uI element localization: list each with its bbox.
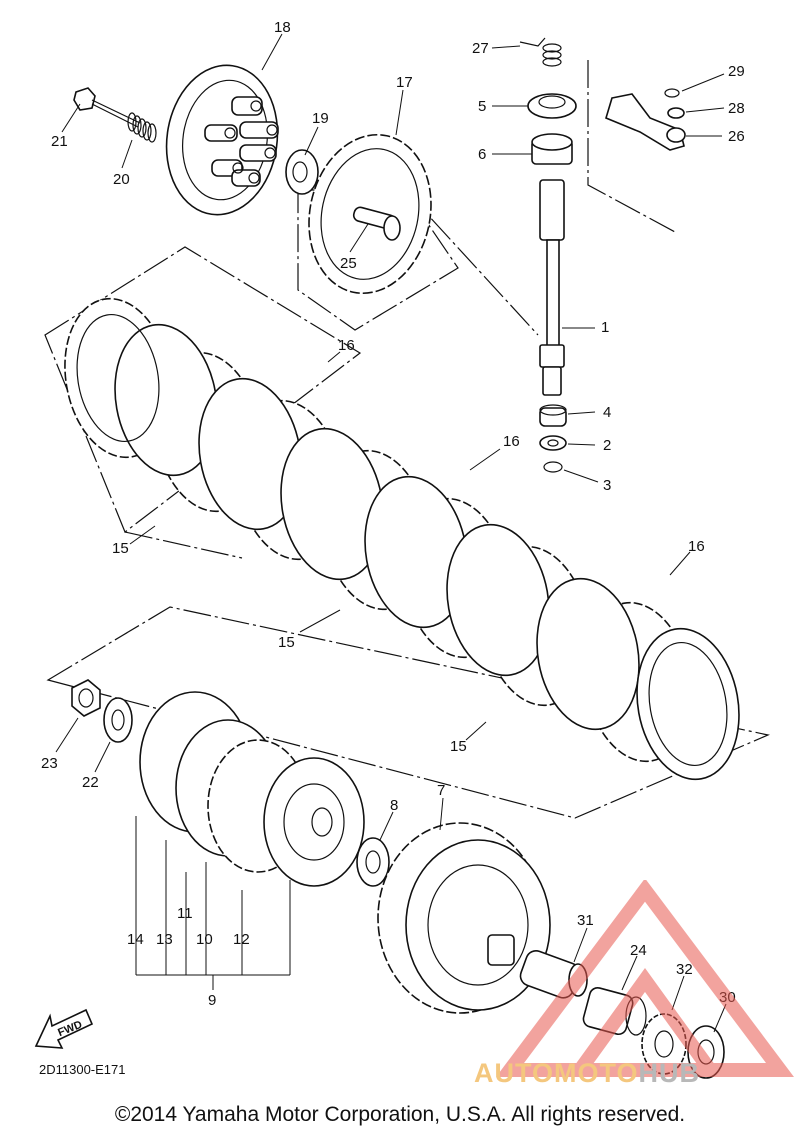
- clutch-housing-7: [377, 822, 551, 1014]
- callout-7: 7: [437, 782, 445, 799]
- spring-27: [519, 37, 562, 67]
- callout-31: 31: [577, 912, 594, 929]
- callout-17: 17: [396, 74, 413, 91]
- washer-2: [539, 435, 567, 451]
- callout-15-upper: 15: [112, 540, 129, 557]
- callout-18: 18: [274, 19, 291, 36]
- callout-1: 1: [601, 319, 609, 336]
- callout-6: 6: [478, 146, 486, 163]
- callout-14: 14: [127, 931, 144, 948]
- bearing-4: [539, 404, 567, 427]
- damper-assembly-9: [139, 691, 365, 887]
- callout-4: 4: [603, 404, 611, 421]
- callout-13: 13: [156, 931, 173, 948]
- callout-19: 19: [312, 110, 329, 127]
- pressure-plate-18: [165, 64, 279, 216]
- callout-9: 9: [208, 992, 216, 1009]
- fwd-arrow-icon: FWD: [34, 1008, 94, 1049]
- copyright-notice: ©2014 Yamaha Motor Corporation, U.S.A. A…: [114, 1103, 686, 1126]
- callout-15-lower: 15: [450, 738, 467, 755]
- callout-27: 27: [472, 40, 489, 57]
- callout-23: 23: [41, 755, 58, 772]
- push-lever-shaft-1: [539, 179, 565, 396]
- callout-8: 8: [390, 797, 398, 814]
- nut-23: [71, 679, 101, 717]
- callout-28: 28: [728, 100, 745, 117]
- callout-12: 12: [233, 931, 250, 948]
- callout-3: 3: [603, 477, 611, 494]
- callout-20: 20: [113, 171, 130, 188]
- callout-29: 29: [728, 63, 745, 80]
- callout-5: 5: [478, 98, 486, 115]
- push-lever-26: [605, 93, 686, 151]
- callout-16-middle: 16: [503, 433, 520, 450]
- callout-24: 24: [630, 942, 647, 959]
- washer-28: [667, 107, 685, 119]
- callout-25: 25: [340, 255, 357, 272]
- thrust-washer-8: [356, 837, 390, 887]
- callout-11: 11: [177, 905, 193, 922]
- push-rod-25: [352, 206, 401, 241]
- bolt-21: [73, 87, 141, 128]
- callout-2: 2: [603, 437, 611, 454]
- plate-stack: [64, 297, 740, 781]
- washer-22: [103, 697, 133, 743]
- watermark-text: AUTOMOTOHUB: [474, 1058, 700, 1089]
- watermark-text-automoto: AUTOMOTO: [474, 1058, 639, 1088]
- callout-10: 10: [196, 931, 213, 948]
- callout-26: 26: [728, 128, 745, 145]
- circlip-3: [543, 461, 563, 473]
- automotohub-logo: [496, 880, 794, 1077]
- callout-16-lower: 16: [688, 538, 705, 555]
- spring-20: [127, 112, 157, 143]
- callout-labels: 1 2 3 4 5 6 7 8 9 10 11 12 13 14 15 15 1…: [41, 19, 745, 1009]
- callout-16-upper: 16: [338, 337, 355, 354]
- bearing-19: [285, 149, 319, 195]
- callout-15-middle: 15: [278, 634, 295, 651]
- bearing-6: [531, 133, 573, 165]
- leader-lines: [55, 33, 727, 1033]
- callout-22: 22: [82, 774, 99, 791]
- oil-seal-5: [527, 93, 577, 119]
- watermark-text-hub: HUB: [638, 1058, 701, 1088]
- callout-32: 32: [676, 961, 693, 978]
- callout-21: 21: [51, 133, 68, 150]
- catalog-code: 2D11300-E171: [39, 1062, 126, 1077]
- circlip-29: [664, 88, 680, 98]
